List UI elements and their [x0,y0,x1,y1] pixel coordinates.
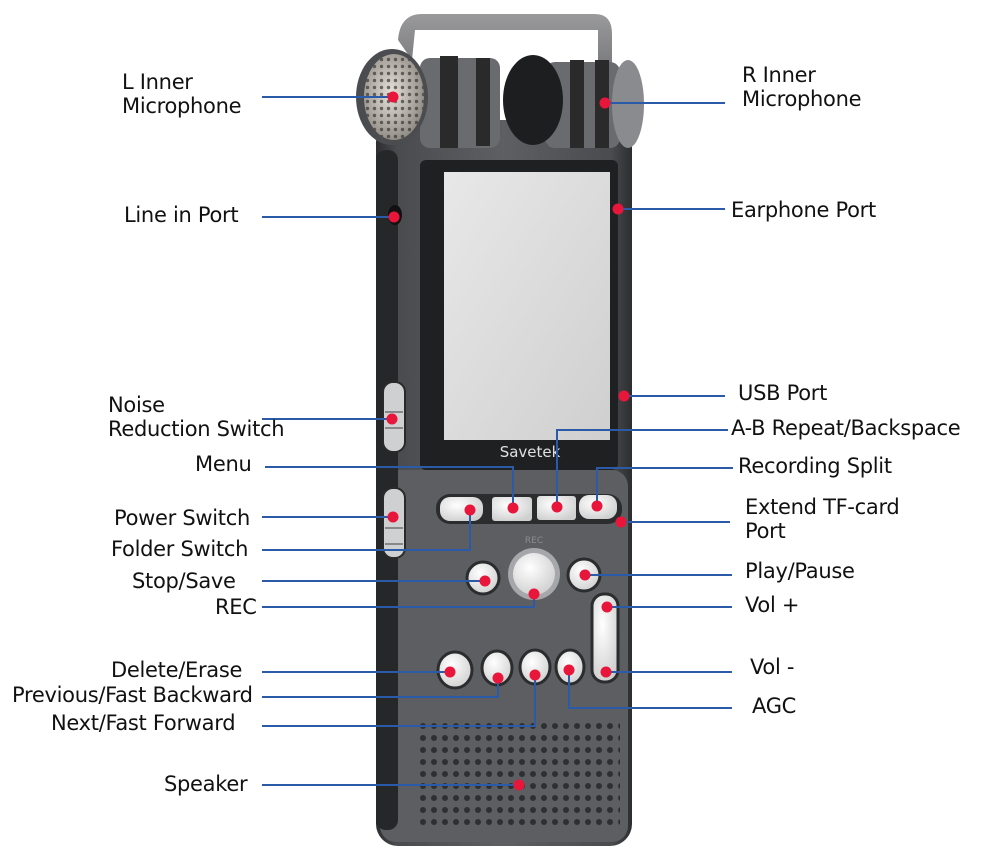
marker-dot-menu [507,502,519,514]
label-previous-fast-backward: Previous/Fast Backward [12,683,253,707]
folder-button[interactable] [440,497,483,521]
label-speaker: Speaker [164,772,248,796]
leader-line-folder-switch [262,510,471,551]
leader-line-next [262,675,536,727]
label-r-inner-mic: R Inner Microphone [742,63,862,111]
marker-dot-noise-reduction [386,413,398,425]
power-folder-switch[interactable] [382,487,406,559]
label-noise-reduction-switch: Noise Reduction Switch [108,393,285,441]
leader-line-recording-split [596,467,733,506]
marker-dot-vol-plus [601,601,613,613]
marker-dot-speaker [513,779,525,791]
marker-dot-earphone-port [612,203,624,215]
marker-dot-l-inner-mic [387,91,399,103]
marker-dot-recording-split [591,500,603,512]
marker-dot-r-inner-mic [599,97,611,109]
label-line-in-port: Line in Port [124,203,239,227]
marker-dot-stop-save [479,575,491,587]
leader-line-previous [262,678,499,698]
marker-dot-ab-repeat [551,501,563,513]
top-frame [398,14,612,160]
label-stop-save: Stop/Save [132,569,236,593]
label-tf-card-port: Extend TF-card Port [745,495,900,543]
volume-rocker[interactable] [590,592,620,684]
label-recording-split: Recording Split [738,454,892,478]
label-usb-port: USB Port [738,381,828,405]
label-delete-erase: Delete/Erase [111,658,243,682]
label-power-switch: Power Switch [114,506,250,530]
label-l-inner-mic: L Inner Microphone [122,70,242,118]
leader-line-menu [265,466,514,508]
label-menu: Menu [195,452,252,476]
brand-label: Savetek [500,443,561,461]
leader-lines [262,96,733,786]
label-ab-repeat: A-B Repeat/Backspace [731,416,961,440]
label-earphone-port: Earphone Port [731,198,876,222]
marker-dot-rec [528,588,540,600]
label-vol-plus: Vol + [745,593,800,617]
marker-dot-agc [563,664,575,676]
label-next-fast-forward: Next/Fast Forward [51,711,236,735]
marker-dot-previous [492,672,504,684]
label-folder-switch: Folder Switch [111,537,249,561]
marker-dot-line-in-port [388,211,400,223]
right-microphone [503,55,644,148]
left-microphone [356,49,500,148]
screen [444,172,610,440]
rec-mark: REC [525,536,543,546]
leader-line-ab-repeat [556,429,728,507]
marker-dots [386,91,630,791]
marker-dot-delete-erase [444,666,456,678]
marker-dot-folder-switch [464,504,476,516]
marker-dot-tf-card-port [615,516,627,528]
speaker-grille [420,720,620,830]
rec-button[interactable] [513,553,555,595]
marker-dot-play-pause [579,569,591,581]
marker-dot-vol-minus [600,666,612,678]
marker-dot-power-switch [387,511,399,523]
label-rec: REC [215,595,257,619]
marker-dot-next [529,669,541,681]
label-play-pause: Play/Pause [745,559,855,583]
label-vol-minus: Vol - [750,655,795,679]
label-agc: AGC [752,694,797,718]
marker-dot-usb-port [618,390,630,402]
leader-line-agc [568,670,732,709]
